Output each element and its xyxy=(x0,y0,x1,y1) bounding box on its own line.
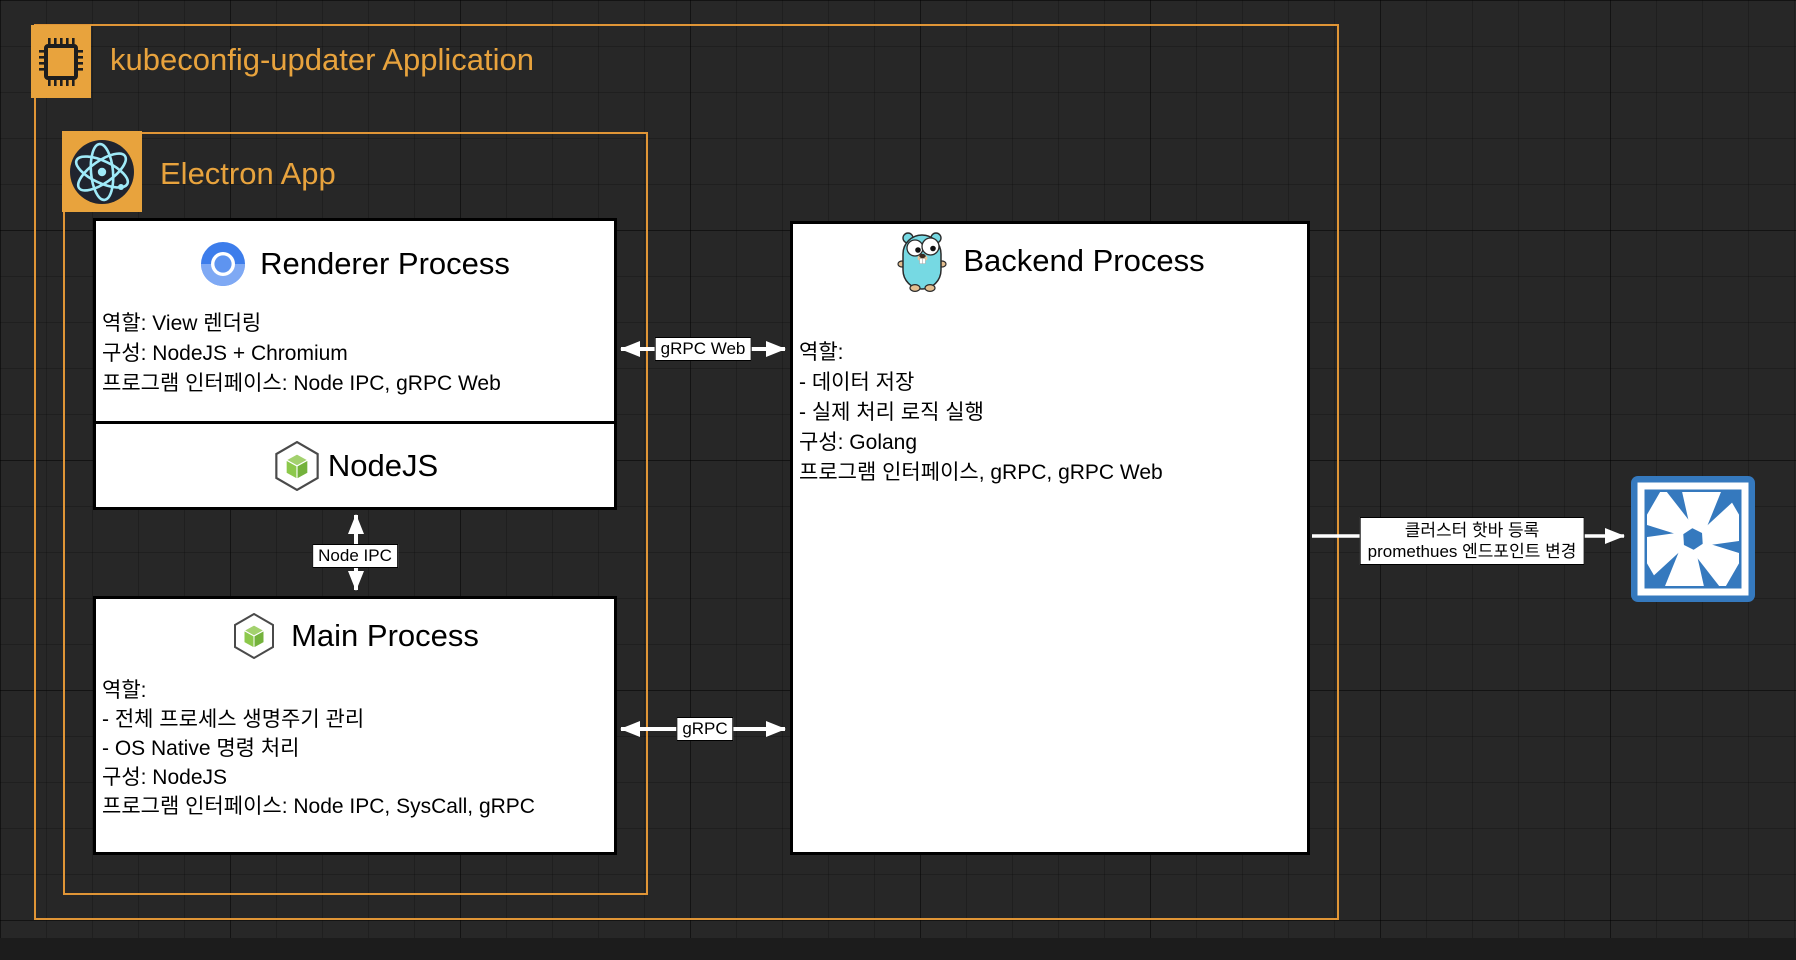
nodejs-logo-icon xyxy=(275,440,319,491)
go-gopher-icon xyxy=(897,232,947,292)
electron-app-container[interactable] xyxy=(63,132,648,895)
renderer-line: 역할: View 렌더링 xyxy=(102,312,262,335)
backend-line: 역할: xyxy=(799,341,844,364)
backend-line: - 데이터 저장 xyxy=(799,371,915,394)
node-ipc-label[interactable]: Node IPC xyxy=(312,544,398,568)
renderer-process-box[interactable]: Renderer Process 역할: View 렌더링 구성: NodeJS… xyxy=(93,218,617,424)
external-app-node[interactable] xyxy=(1630,475,1756,603)
backend-title: Backend Process xyxy=(963,243,1205,278)
backend-line: 프로그램 인터페이스, gRPC, gRPC Web xyxy=(799,461,1163,484)
backend-line: - 실제 처리 로직 실행 xyxy=(799,401,984,424)
main-process-box[interactable]: Main Process 역할: - 전체 프로세스 생명주기 관리 - OS … xyxy=(93,596,617,855)
renderer-line: 프로그램 인터페이스: Node IPC, gRPC Web xyxy=(102,372,501,395)
external-label-line1: 클러스터 핫바 등록 xyxy=(1404,521,1540,540)
nodejs-title: NodeJS xyxy=(327,447,439,483)
chromium-logo-icon xyxy=(201,242,246,286)
backend-line: 구성: Golang xyxy=(799,431,918,454)
app-title: kubeconfig-updater Application xyxy=(110,42,534,77)
electron-title: Electron App xyxy=(160,156,336,191)
backend-process-box[interactable]: Backend Process 역할: - 데이터 저장 - 실제 처리 로직 … xyxy=(790,221,1310,855)
electron-badge[interactable] xyxy=(62,131,142,212)
electron-logo-icon xyxy=(70,139,134,204)
kubeconfig-updater-container[interactable] xyxy=(34,24,1339,920)
nodejs-logo-icon xyxy=(234,613,275,659)
renderer-title: Renderer Process xyxy=(260,246,510,281)
aperture-shutter-icon xyxy=(1631,476,1755,602)
renderer-line: 구성: NodeJS + Chromium xyxy=(102,342,348,365)
external-connection-label[interactable]: 클러스터 핫바 등록 promethues 엔드포인트 변경 xyxy=(1359,517,1585,565)
main-line: - OS Native 명령 처리 xyxy=(102,737,300,760)
main-line: - 전체 프로세스 생명주기 관리 xyxy=(102,708,365,731)
nodejs-box[interactable]: NodeJS xyxy=(93,421,617,510)
app-badge[interactable] xyxy=(31,25,91,98)
cpu-chip-icon xyxy=(39,37,83,86)
main-title: Main Process xyxy=(291,618,479,653)
main-line: 구성: NodeJS xyxy=(102,766,228,789)
external-label-line2: promethues 엔드포인트 변경 xyxy=(1367,542,1577,561)
main-line: 역할: xyxy=(102,679,147,702)
main-line: 프로그램 인터페이스: Node IPC, SysCall, gRPC xyxy=(102,795,535,818)
canvas-bottom-edge xyxy=(0,938,1796,960)
grpc-web-label[interactable]: gRPC Web xyxy=(654,337,752,361)
grpc-label[interactable]: gRPC xyxy=(676,717,734,741)
